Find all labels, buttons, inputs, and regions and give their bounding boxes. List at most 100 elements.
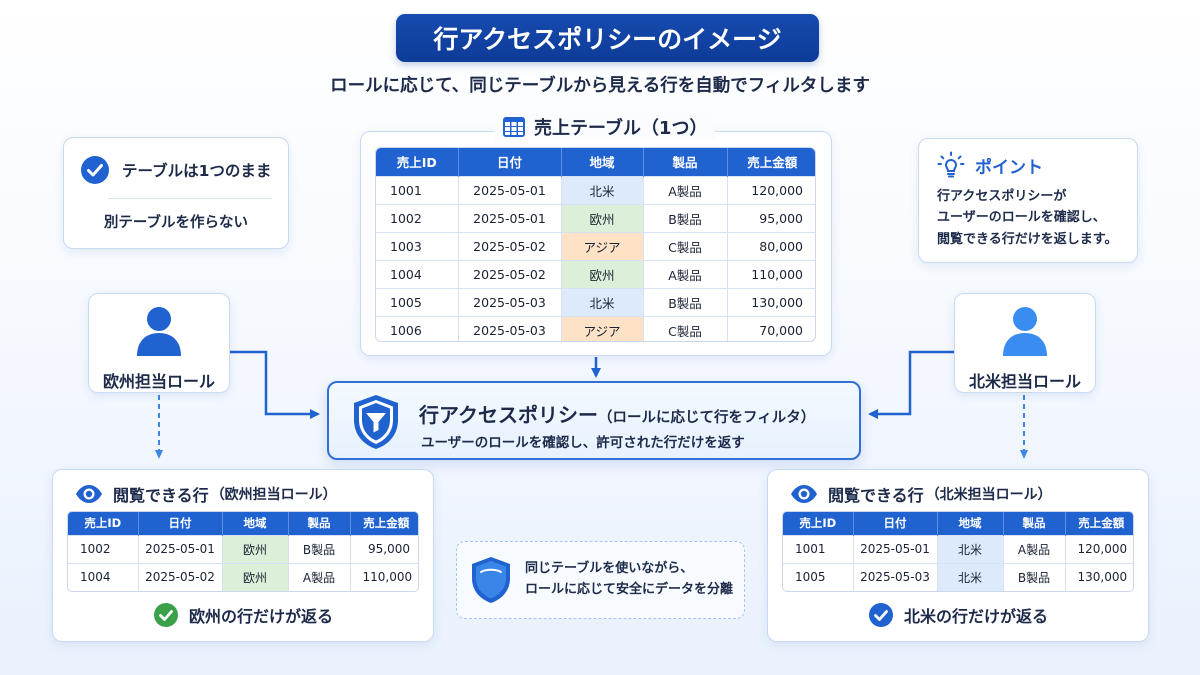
cell-region: 北米 <box>937 562 1004 591</box>
row-access-policy-box: 行アクセスポリシー （ロールに応じて行をフィルタ） ユーザーのロールを確認し、許… <box>327 381 861 460</box>
col-header-date: 日付 <box>458 148 562 176</box>
col-header-region: 地域 <box>937 512 1004 535</box>
cell-date: 2025-05-03 <box>458 287 562 316</box>
cell-product: A製品 <box>1003 534 1066 563</box>
eye-icon <box>790 484 818 504</box>
arrow-right-role-to-policy <box>868 350 955 419</box>
lightbulb-icon <box>937 151 965 179</box>
result-title-paren: （欧州担当ロール） <box>210 487 337 503</box>
cell-product: B製品 <box>643 203 728 232</box>
col-header-region: 地域 <box>222 512 289 535</box>
result-card-north-america: 閲覧できる行 （北米担当ロール） 売上ID 日付 地域 製品 売上金額 1001… <box>767 469 1149 642</box>
cell-product: C製品 <box>643 231 728 260</box>
point-header: ポイント <box>937 151 1043 179</box>
cell-region: 欧州 <box>222 562 289 591</box>
col-header-product: 製品 <box>288 512 351 535</box>
cell-product: B製品 <box>1003 562 1066 591</box>
shield-icon <box>469 555 513 605</box>
point-line: ユーザーのロールを確認し、 <box>937 210 1106 226</box>
cell-region: 欧州 <box>561 203 644 232</box>
cell-amount: 120,000 <box>1065 534 1133 563</box>
page-title: 行アクセスポリシーのイメージ <box>396 14 819 62</box>
table-icon <box>502 116 526 138</box>
user-icon <box>134 304 184 356</box>
cell-date: 2025-05-03 <box>458 315 562 341</box>
table-row: 1005 2025-05-03 北米 B製品 130,000 <box>783 562 1133 591</box>
policy-title-row: 行アクセスポリシー （ロールに応じて行をフィルタ） <box>419 399 815 428</box>
result-title: 閲覧できる行 <box>828 486 924 505</box>
result-title: 閲覧できる行 <box>113 486 209 505</box>
shield-filter-icon <box>351 393 401 451</box>
single-table-info-card: テーブルは1つのまま 別テーブルを作らない <box>63 137 289 249</box>
cell-region: 欧州 <box>222 534 289 563</box>
role-label-europe: 欧州担当ロール <box>102 372 215 391</box>
point-body: 行アクセスポリシーが ユーザーのロールを確認し、 閲覧できる行だけを返します。 <box>937 186 1117 250</box>
col-header-region: 地域 <box>561 148 644 176</box>
cell-amount: 80,000 <box>727 231 815 260</box>
cell-region: アジア <box>561 315 644 341</box>
cell-amount: 110,000 <box>350 562 418 591</box>
cell-amount: 110,000 <box>727 259 815 288</box>
col-header-product: 製品 <box>1003 512 1066 535</box>
cell-date: 2025-05-01 <box>138 534 223 563</box>
table-row: 1004 2025-05-02 欧州 A製品 110,000 <box>68 562 418 591</box>
col-header-amount: 売上金額 <box>727 148 815 176</box>
cell-date: 2025-05-01 <box>458 175 562 204</box>
table-row: 1004 2025-05-02 欧州 A製品 110,000 <box>376 259 815 288</box>
cell-product: C製品 <box>643 315 728 341</box>
cell-amount: 95,000 <box>727 203 815 232</box>
table-row: 1001 2025-05-01 北米 A製品 120,000 <box>783 534 1133 563</box>
cell-date: 2025-05-02 <box>138 562 223 591</box>
sales-table-title: 売上テーブル（1つ） <box>494 114 716 140</box>
cell-amount: 120,000 <box>727 175 815 204</box>
table-row: 1001 2025-05-01 北米 A製品 120,000 <box>376 175 815 204</box>
result-footer-text: 欧州の行だけが返る <box>188 607 333 626</box>
col-header-date: 日付 <box>138 512 223 535</box>
col-header-date: 日付 <box>853 512 938 535</box>
cell-amount: 70,000 <box>727 315 815 341</box>
result-table: 売上ID 日付 地域 製品 売上金額 1001 2025-05-01 北米 A製… <box>782 511 1134 592</box>
cell-date: 2025-05-01 <box>853 534 938 563</box>
result-header: 閲覧できる行 （欧州担当ロール） <box>75 482 337 506</box>
single-table-row: テーブルは1つのまま <box>80 155 271 185</box>
note-line: 同じテーブルを使いながら、 <box>525 561 694 577</box>
table-row: 1003 2025-05-02 アジア C製品 80,000 <box>376 231 815 260</box>
note-text: 同じテーブルを使いながら、 ロールに応じて安全にデータを分離 <box>525 559 733 601</box>
cell-product: A製品 <box>643 175 728 204</box>
no-separate-table-text: 別テーブルを作らない <box>103 215 249 231</box>
cell-sales-id: 1001 <box>783 534 854 563</box>
table-row: 1002 2025-05-01 欧州 B製品 95,000 <box>376 203 815 232</box>
divider <box>108 198 272 199</box>
cell-date: 2025-05-01 <box>458 203 562 232</box>
page-subtitle: ロールに応じて、同じテーブルから見える行を自動でフィルタします <box>330 76 870 96</box>
cell-sales-id: 1004 <box>376 259 459 288</box>
col-header-sales-id: 売上ID <box>376 148 459 176</box>
cell-region: 北米 <box>937 534 1004 563</box>
role-label-north-america: 北米担当ロール <box>968 372 1081 391</box>
result-card-europe: 閲覧できる行 （欧州担当ロール） 売上ID 日付 地域 製品 売上金額 1002… <box>52 469 434 642</box>
cell-amount: 130,000 <box>1065 562 1133 591</box>
cell-date: 2025-05-02 <box>458 259 562 288</box>
col-header-product: 製品 <box>643 148 728 176</box>
role-card-north-america: 北米担当ロール <box>954 293 1096 393</box>
cell-product: B製品 <box>288 534 351 563</box>
cell-region: 北米 <box>561 287 644 316</box>
cell-amount: 95,000 <box>350 534 418 563</box>
cell-sales-id: 1002 <box>68 534 139 563</box>
cell-product: B製品 <box>643 287 728 316</box>
cell-product: A製品 <box>643 259 728 288</box>
cell-region: 北米 <box>561 175 644 204</box>
table-row: 1006 2025-05-03 アジア C製品 70,000 <box>376 315 815 341</box>
sales-table-title-text: 売上テーブル（1つ） <box>534 118 708 139</box>
point-card: ポイント 行アクセスポリシーが ユーザーのロールを確認し、 閲覧できる行だけを返… <box>918 138 1138 263</box>
policy-description: ユーザーのロールを確認し、許可された行だけを返す <box>421 435 745 451</box>
cell-region: アジア <box>561 231 644 260</box>
policy-title: 行アクセスポリシー <box>419 403 598 427</box>
cell-date: 2025-05-03 <box>853 562 938 591</box>
cell-date: 2025-05-02 <box>458 231 562 260</box>
cell-amount: 130,000 <box>727 287 815 316</box>
check-circle-icon <box>80 155 110 185</box>
note-line: ロールに応じて安全にデータを分離 <box>525 582 734 597</box>
point-title: ポイント <box>975 157 1043 178</box>
